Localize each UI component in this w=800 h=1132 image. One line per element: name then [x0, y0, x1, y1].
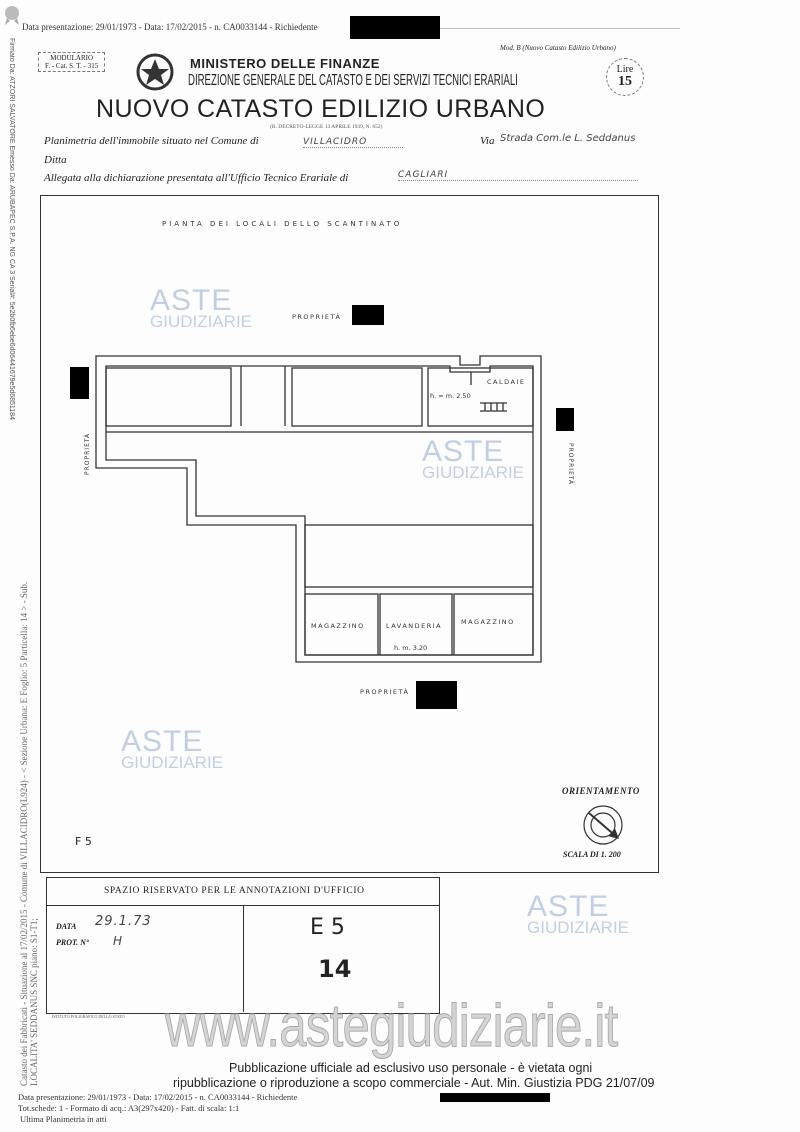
ditta-label: Ditta [44, 154, 67, 166]
data-label: DATA [56, 922, 77, 931]
seal-icon [2, 4, 22, 26]
modulario-box: MODULARIO F. - Cat. S. T. - 315 [38, 52, 106, 72]
emblem-icon [135, 52, 175, 97]
office-divider [243, 905, 244, 1012]
room-magazzino-1 [304, 593, 379, 656]
proprieta-bottom-label: PROPRIETÀ [360, 688, 410, 696]
lavanderia-label: LAVANDERIA [386, 622, 443, 630]
room-mid [291, 367, 423, 427]
watermark-url: www.astegiudiziarie.it [165, 992, 619, 1059]
allegata-label: Allegata alla dichiarazione presentata a… [44, 172, 349, 184]
modulario-code: F. - Cat. S. T. - 315 [45, 62, 99, 70]
footer-data-line: Data presentazione: 29/01/1973 - Data: 1… [18, 1092, 298, 1102]
data-value: 29.1.73 [95, 914, 152, 929]
inner-wall [105, 365, 534, 656]
compass-icon [583, 805, 623, 845]
plan-frame [40, 195, 659, 873]
direzione-heading: DIREZIONE GENERALE DEL CATASTO E DEI SER… [188, 72, 518, 89]
comune-value: VILLACIDRO [303, 137, 403, 148]
watermark-aste: ASTE [527, 890, 610, 923]
prot-label: PROT. N° [56, 938, 90, 947]
via-label: Via [480, 135, 495, 147]
room-left [105, 367, 232, 427]
orientamento-label: ORIENTAMENTO [562, 786, 640, 796]
localita-side-text: LOCALITA' SEDDANUS SNC piano: S1-T1; [29, 918, 39, 1086]
proprieta-right-label: PROPRIETÀ [567, 443, 574, 486]
watermark-aste: ASTE [150, 284, 233, 317]
watermark-giudiziarie: GIUDIZIARIE [422, 463, 525, 482]
magazzino-1-label: MAGAZZINO [311, 622, 365, 630]
ministero-heading: MINISTERO DELLE FINANZE [190, 56, 380, 71]
caldaie-label: CALDAIE [487, 378, 526, 386]
room-magazzino-2 [453, 593, 534, 656]
scala-label: SCALA DI 1. 200 [563, 850, 621, 859]
lire-stamp: Lire 15 [606, 58, 644, 96]
sheet-code: F 5 [75, 835, 92, 848]
mod-b-label: Mod. B (Nuovo Catasto Edilizio Urbano) [500, 44, 616, 52]
decreto-note: (R. DECRETO-LEGGE 13 APRILE 1939, N. 652… [270, 124, 383, 130]
watermark-giudiziarie: GIUDIZIARIE [150, 312, 253, 331]
watermark-giudiziarie: GIUDIZIARIE [121, 753, 224, 772]
redaction [556, 408, 574, 431]
magazzino-2-label: MAGAZZINO [461, 618, 515, 626]
via-value: Strada Com.le L. Seddanus [500, 133, 636, 144]
lire-value: 15 [618, 74, 632, 89]
redaction [70, 367, 89, 399]
room-caldaie [427, 367, 534, 427]
redaction [416, 681, 457, 709]
document-title: NUOVO CATASTO EDILIZIO URBANO [96, 95, 546, 123]
top-rule [440, 28, 680, 29]
redaction [350, 16, 440, 39]
publication-notice-line-1: Pubblicazione ufficiale ad esclusivo uso… [229, 1061, 593, 1075]
outer-wall [95, 355, 542, 663]
proprieta-top-label: PROPRIETÀ [292, 313, 342, 321]
height-label-1: h. = m. 2.50 [430, 392, 471, 400]
lire-label: Lire [616, 64, 634, 75]
height-label-2: h. m. 3.20 [394, 644, 428, 652]
catasto-side-text: Catasto dei Fabbricati - Situazione al 1… [19, 581, 29, 1086]
watermark-aste: ASTE [121, 725, 204, 758]
plan-title: PIANTA DEI LOCALI DELLO SCANTINATO [162, 220, 403, 228]
watermark-giudiziarie: GIUDIZIARIE [527, 918, 630, 937]
presentation-line: Data presentazione: 29/01/1973 - Data: 1… [22, 22, 318, 32]
prot-value: H [113, 934, 124, 948]
footer-ultima: Ultima Planimetria in atti [20, 1114, 107, 1124]
code-2: 14 [318, 955, 352, 983]
room-lavanderia [379, 593, 453, 656]
ufficio-value: CAGLIARI [398, 170, 638, 181]
proprieta-left-label: PROPRIETÀ [84, 432, 91, 475]
redaction [352, 305, 384, 325]
office-header: SPAZIO RISERVATO PER LE ANNOTAZIONI D'UF… [104, 886, 365, 896]
watermark-aste: ASTE [422, 435, 505, 468]
publication-notice-line-2: ripubblicazione o riproduzione a scopo c… [173, 1076, 655, 1090]
office-annotations-box [46, 877, 440, 1014]
code-1: E 5 [310, 915, 345, 940]
redaction [440, 1093, 550, 1102]
room-corridor [304, 524, 534, 588]
modulario-label: MODULARIO [50, 54, 94, 62]
planimetria-label: Planimetria dell'immobile situato nel Co… [44, 135, 259, 147]
footer-tot-line: Tot.schede: 1 - Formato di acq.: A3(297x… [18, 1103, 240, 1113]
printer-label: ISTITUTO POLIGRAFICO DELLO STATO [52, 1014, 125, 1019]
